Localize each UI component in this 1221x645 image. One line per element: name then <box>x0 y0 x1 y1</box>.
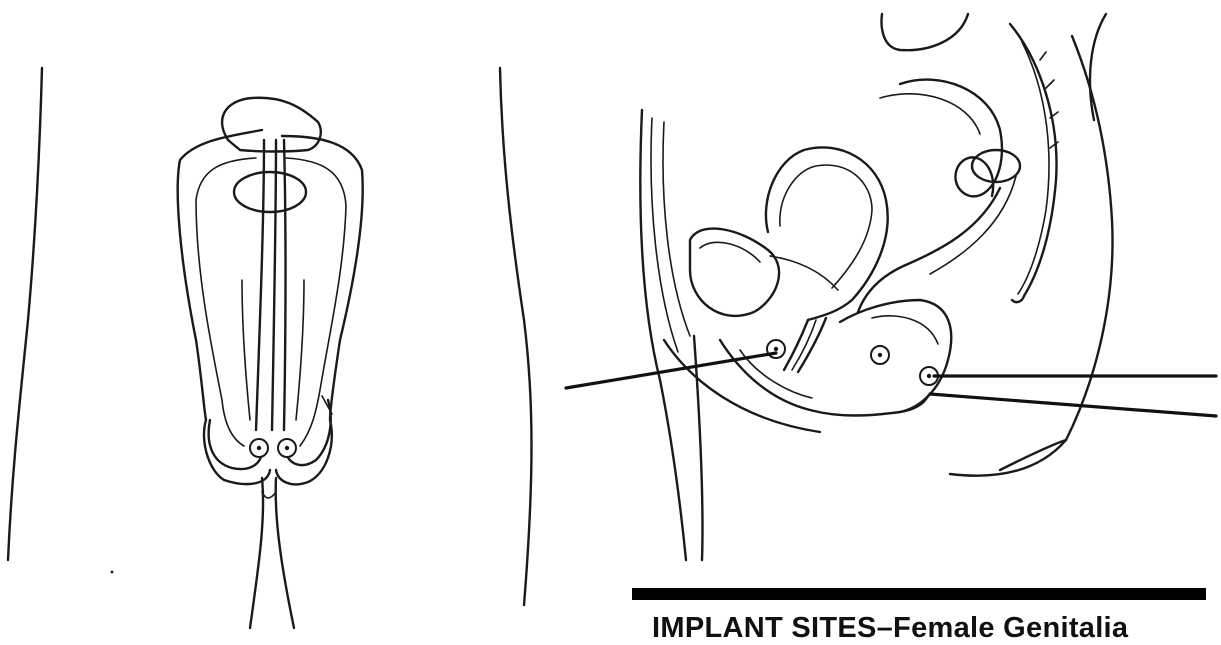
sagittal-rectum-descending <box>858 188 1000 312</box>
sagittal-uterus-inner <box>780 165 872 288</box>
frontal-canal-line-5 <box>296 280 304 420</box>
sagittal-pelvic-floor-inner <box>872 316 938 344</box>
frontal-canal-line-4 <box>242 280 250 420</box>
frontal-uterus-fundus <box>222 98 321 152</box>
frontal-canal-line-2 <box>272 140 276 430</box>
sagittal-vulva-outline <box>720 340 928 416</box>
sagittal-bladder-inner <box>700 242 760 262</box>
sagittal-rectum-channel <box>880 94 980 134</box>
figure-caption: IMPLANT SITES–Female Genitalia <box>652 611 1212 645</box>
caption-rule <box>632 588 1206 600</box>
frontal-speck <box>111 571 114 574</box>
frontal-canal-line-1 <box>256 140 264 430</box>
sagittal-top-contour <box>882 14 968 50</box>
sagittal-rectum-loop <box>900 80 1002 197</box>
frontal-perineum-left <box>250 478 263 628</box>
frontal-outer-outline-right <box>276 136 363 484</box>
frontal-implant-site-left <box>250 439 268 457</box>
frontal-inner-fold-right <box>286 158 346 446</box>
sagittal-leader-line-right-lower <box>930 394 1216 416</box>
frontal-left-thigh-outline <box>8 68 42 560</box>
sagittal-vaginal-canal-lower <box>798 318 826 372</box>
sagittal-sacrum-inner <box>1018 42 1049 294</box>
sagittal-implant-site-2 <box>871 346 889 364</box>
sagittal-posterior-body-line <box>950 36 1113 476</box>
sagittal-anterior-inner-line <box>651 118 678 352</box>
frontal-canal-line-3 <box>284 140 286 430</box>
sagittal-coccyx <box>1012 296 1024 302</box>
frontal-view-panel <box>8 68 532 628</box>
frontal-implant-site-right <box>278 439 296 457</box>
frontal-cervix <box>234 172 306 212</box>
sagittal-thigh-front-lower <box>694 336 703 560</box>
sagittal-anterior-inner-line-2 <box>663 122 690 336</box>
frontal-perineum-right <box>276 478 294 628</box>
frontal-right-thigh-outline <box>500 68 532 605</box>
sagittal-uterus <box>766 147 888 320</box>
sagittal-upper-right-contour <box>1090 14 1106 120</box>
sagittal-view-panel <box>566 14 1216 560</box>
sagittal-bladder <box>690 229 779 316</box>
frontal-inner-fold-left <box>196 158 256 446</box>
